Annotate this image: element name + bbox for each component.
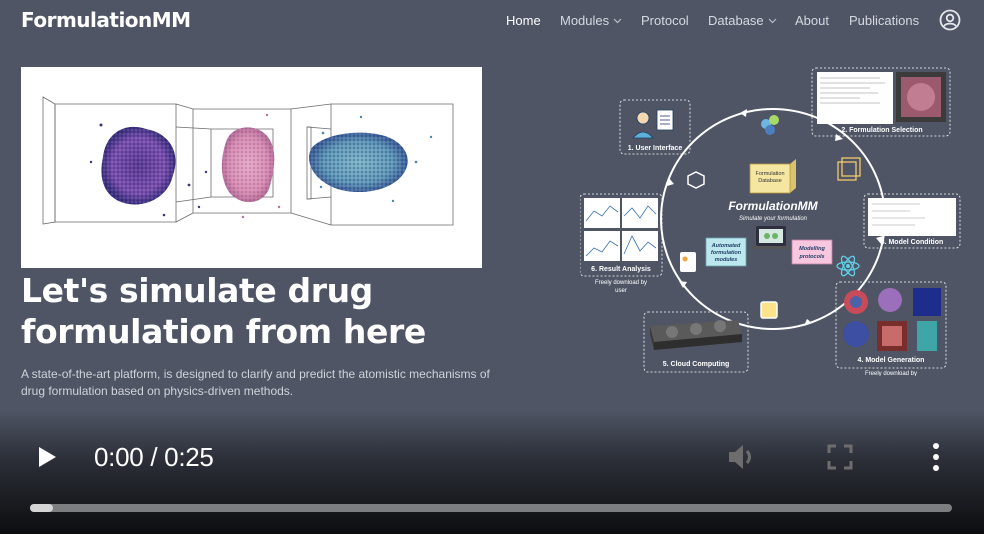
svg-text:5. Cloud Computing: 5. Cloud Computing — [663, 361, 730, 368]
volume-icon[interactable] — [726, 442, 760, 472]
nav-protocol[interactable]: Protocol — [641, 13, 689, 28]
nav-protocol-label: Protocol — [641, 13, 689, 28]
step-cloud-computing: 5. Cloud Computing — [643, 311, 749, 373]
result-analysis-download-note-1: Freely download by — [595, 280, 647, 286]
nav-publications-label: Publications — [849, 13, 920, 28]
navbar: FormulationMM Home Modules Protocol Data… — [0, 0, 984, 40]
progress-buffered — [30, 504, 54, 512]
hero-headline: Let's simulate drug formulation from her… — [21, 271, 426, 351]
nav-database[interactable]: Database — [708, 13, 777, 28]
nav-modules[interactable]: Modules — [560, 13, 622, 28]
svg-text:formulation: formulation — [711, 250, 742, 256]
workflow-figure: FormulationMM Simulate your formulation … — [579, 66, 964, 377]
step-result-analysis: 6. Result Analysis — [579, 193, 663, 277]
pill-icon — [761, 115, 779, 135]
nav-publications[interactable]: Publications — [849, 13, 919, 28]
svg-text:protocols: protocols — [798, 254, 824, 260]
playback-time: 0:00 / 0:25 — [94, 442, 214, 472]
step-formulation-selection: 2. Formulation Selection — [811, 67, 951, 137]
svg-text:3. Model Condition: 3. Model Condition — [881, 239, 944, 246]
atom-icon — [836, 255, 860, 277]
figure-center-title: FormulationMM — [728, 199, 818, 213]
figure-center-subtitle: Simulate your formulation — [739, 216, 808, 222]
svg-text:4. Model Generation: 4. Model Generation — [858, 357, 925, 364]
formulation-database-box: Formulation Database — [749, 159, 796, 194]
modelling-protocols-box: Modelling protocols — [791, 239, 833, 265]
laptop-icon — [752, 226, 790, 249]
nav-home-label: Home — [506, 13, 541, 28]
svg-text:Formulation: Formulation — [755, 171, 784, 177]
progress-bar[interactable] — [30, 504, 952, 512]
chevron-down-icon — [768, 16, 777, 26]
chevron-down-icon — [613, 16, 622, 26]
crystal-lattice-icon — [837, 157, 861, 181]
user-circle-icon[interactable] — [939, 9, 961, 31]
svg-text:Modelling: Modelling — [799, 246, 825, 252]
step-model-condition: 3. Model Condition — [863, 193, 961, 249]
svg-text:6. Result Analysis: 6. Result Analysis — [591, 266, 651, 273]
cpu-icon — [760, 301, 778, 319]
nav-about[interactable]: About — [795, 13, 829, 28]
step-model-generation: 4. Model Generation — [835, 281, 947, 369]
nav-home[interactable]: Home — [506, 13, 541, 28]
nav-database-label: Database — [708, 13, 764, 28]
step-user-interface: 1. User Interface — [619, 99, 691, 155]
svg-text:1. User Interface: 1. User Interface — [628, 145, 683, 152]
svg-text:Automated: Automated — [711, 243, 741, 249]
play-icon[interactable] — [34, 444, 60, 470]
automated-modules-box: Automated formulation modules — [705, 237, 747, 267]
simulation-snapshot-image — [21, 67, 482, 268]
molecule-icon — [687, 171, 705, 189]
result-analysis-download-note-2: user — [615, 288, 627, 294]
model-generation-download-note-1: Freely download by — [865, 371, 917, 376]
more-vertical-icon[interactable] — [926, 441, 946, 473]
report-icon — [680, 252, 696, 272]
svg-text:modules: modules — [715, 257, 738, 263]
brand-logo[interactable]: FormulationMM — [21, 8, 191, 32]
svg-text:2. Formulation Selection: 2. Formulation Selection — [841, 127, 922, 134]
nav-about-label: About — [795, 13, 829, 28]
hero-subtext: A state-of-the-art platform, is designed… — [21, 367, 490, 398]
svg-text:Database: Database — [758, 178, 782, 184]
video-controls-overlay — [0, 410, 984, 534]
fullscreen-icon[interactable] — [826, 443, 854, 471]
nav-modules-label: Modules — [560, 13, 610, 28]
